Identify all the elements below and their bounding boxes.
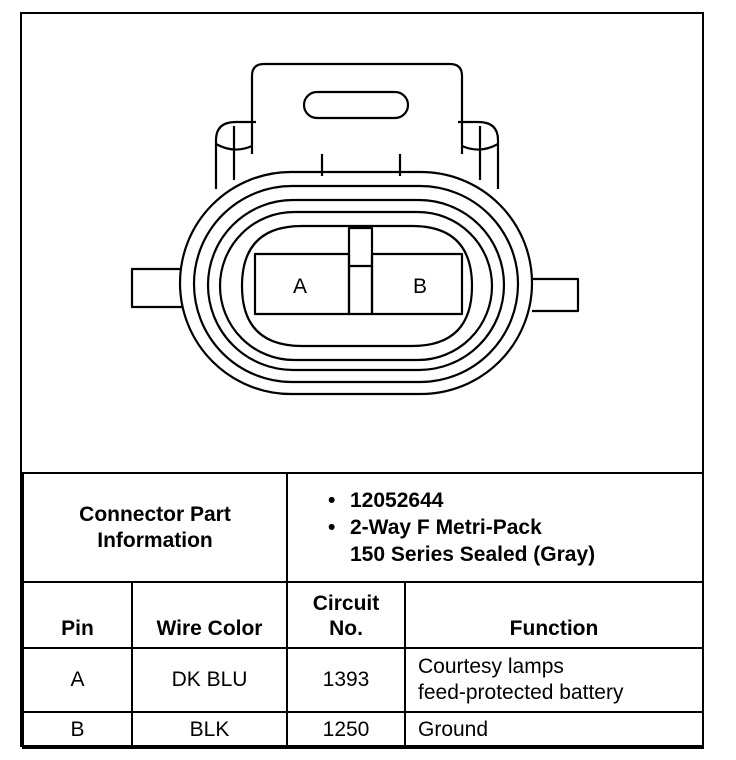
part-info-label-line2: Information [97,528,213,552]
locking-tab [250,62,464,176]
cavity-b-label: B [413,275,427,298]
row-a-wire-color: DK BLU [131,647,288,713]
header-circuit-line2: No. [329,617,363,640]
row-b-pin: B [22,711,133,749]
header-circuit: Circuit No. [286,581,406,649]
row-b-circuit: 1250 [286,711,406,749]
terminal-face [240,224,474,348]
row-a-function-line1: Courtesy lamps [418,655,564,678]
row-b-wire-color: BLK [131,711,288,749]
table-row: A DK BLU 1393 Courtesy lamps feed-protec… [22,647,704,713]
connector-info-table: Connector Part Information • 12052644 • 2-… [22,472,704,749]
part-info-row: Connector Part Information • 12052644 • 2-… [22,472,704,583]
seal-ring-2 [206,198,506,372]
table-header-row: Pin Wire Color Circuit No. Function [22,581,704,649]
seal-ring-1 [192,184,520,384]
seal-ring-3 [218,210,494,362]
bullet-icon: • [328,516,336,539]
header-function: Function [404,581,704,649]
part-number: 12052644 [350,489,444,512]
bullet-icon: • [328,489,336,512]
row-a-function-line2: feed-protected battery [418,681,624,704]
row-a-function: Courtesy lamps feed-protected battery [404,647,704,713]
connector-end-view-frame: A B Connector Part Information • 12052644… [20,12,704,749]
header-wire-color: Wire Color [131,581,288,649]
connector-drawing: A B [130,62,580,396]
header-pin: Pin [22,581,133,649]
part-info-label: Connector Part Information [22,472,288,583]
part-description-line2: 150 Series Sealed (Gray) [350,543,596,566]
header-circuit-line1: Circuit [312,592,380,615]
side-ears [130,267,580,313]
table-row: B BLK 1250 Ground [22,711,704,749]
row-a-circuit: 1393 [286,647,406,713]
cavity-a-label: A [293,275,307,298]
part-description-line1: 2-Way F Metri-Pack [350,516,542,539]
center-key [347,226,374,316]
outer-housing-oval [178,170,534,396]
row-b-function: Ground [404,711,704,749]
latch-housing [214,120,500,189]
row-a-pin: A [22,647,133,713]
part-info-label-line1: Connector Part [79,502,231,526]
part-info-details: • 12052644 • 2-Way F Metri-Pack 150 Series… [286,472,704,583]
